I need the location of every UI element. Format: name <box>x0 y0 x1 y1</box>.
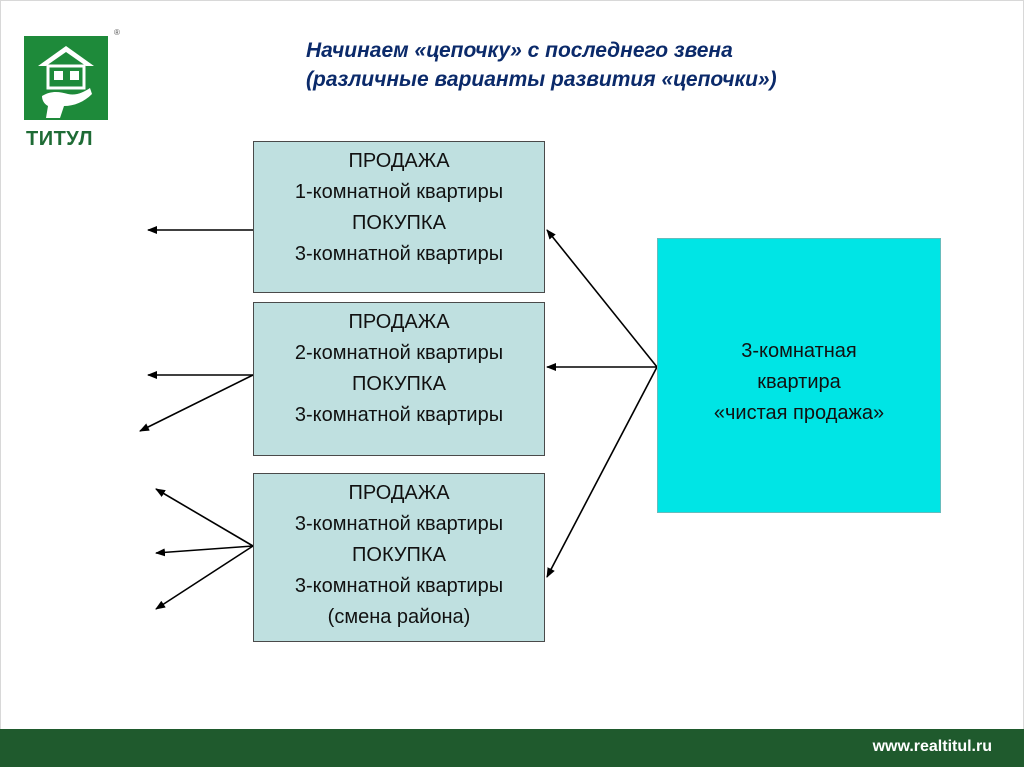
target-box-clean-sale: 3-комнатная квартира «чистая продажа» <box>657 238 941 513</box>
target-line: «чистая продажа» <box>713 402 885 424</box>
box-line: ПРОДАЖА <box>348 482 450 504</box>
footer-url-link[interactable]: www.realtitul.ru <box>872 738 992 755</box>
title-line-1: Начинаем «цепочку» с последнего звена <box>306 39 733 62</box>
chain-box-2: ПРОДАЖА 2-комнатной квартиры ПОКУПКА 3-к… <box>253 302 545 456</box>
chain-box-1: ПРОДАЖА 1-комнатной квартиры ПОКУПКА 3-к… <box>253 141 545 293</box>
logo-brand-text: ТИТУЛ <box>26 128 94 150</box>
target-line: квартира <box>757 371 841 393</box>
titul-logo: ® ТИТУЛ <box>24 28 120 156</box>
target-line: 3-комнатная <box>741 340 857 362</box>
box-line: 2-комнатной квартиры <box>294 342 504 364</box>
box-line: 3-комнатной квартиры <box>294 243 504 265</box>
box-line: ПОКУПКА <box>352 373 446 395</box>
chain-box-3: ПРОДАЖА 3-комнатной квартиры ПОКУПКА 3-к… <box>253 473 545 642</box>
box-line: ПОКУПКА <box>352 212 446 234</box>
box-line: 3-комнатной квартиры <box>294 404 504 426</box>
title-line-2: (различные варианты развития «цепочки») <box>306 68 777 91</box>
footer-bar: www.realtitul.ru <box>0 729 1024 767</box>
box-line: 1-комнатной квартиры <box>294 181 504 203</box>
registered-mark: ® <box>114 28 120 37</box>
box-line: ПОКУПКА <box>352 544 446 566</box>
box-line: ПРОДАЖА <box>348 150 450 172</box>
slide-title: Начинаем «цепочку» с последнего звена (р… <box>306 36 926 94</box>
box-line: 3-комнатной квартиры <box>294 513 504 535</box>
house-on-hand-icon <box>24 36 108 120</box>
box-line: ПРОДАЖА <box>348 311 450 333</box>
box-line: (смена района) <box>327 606 471 628</box>
box-line: 3-комнатной квартиры <box>294 575 504 597</box>
